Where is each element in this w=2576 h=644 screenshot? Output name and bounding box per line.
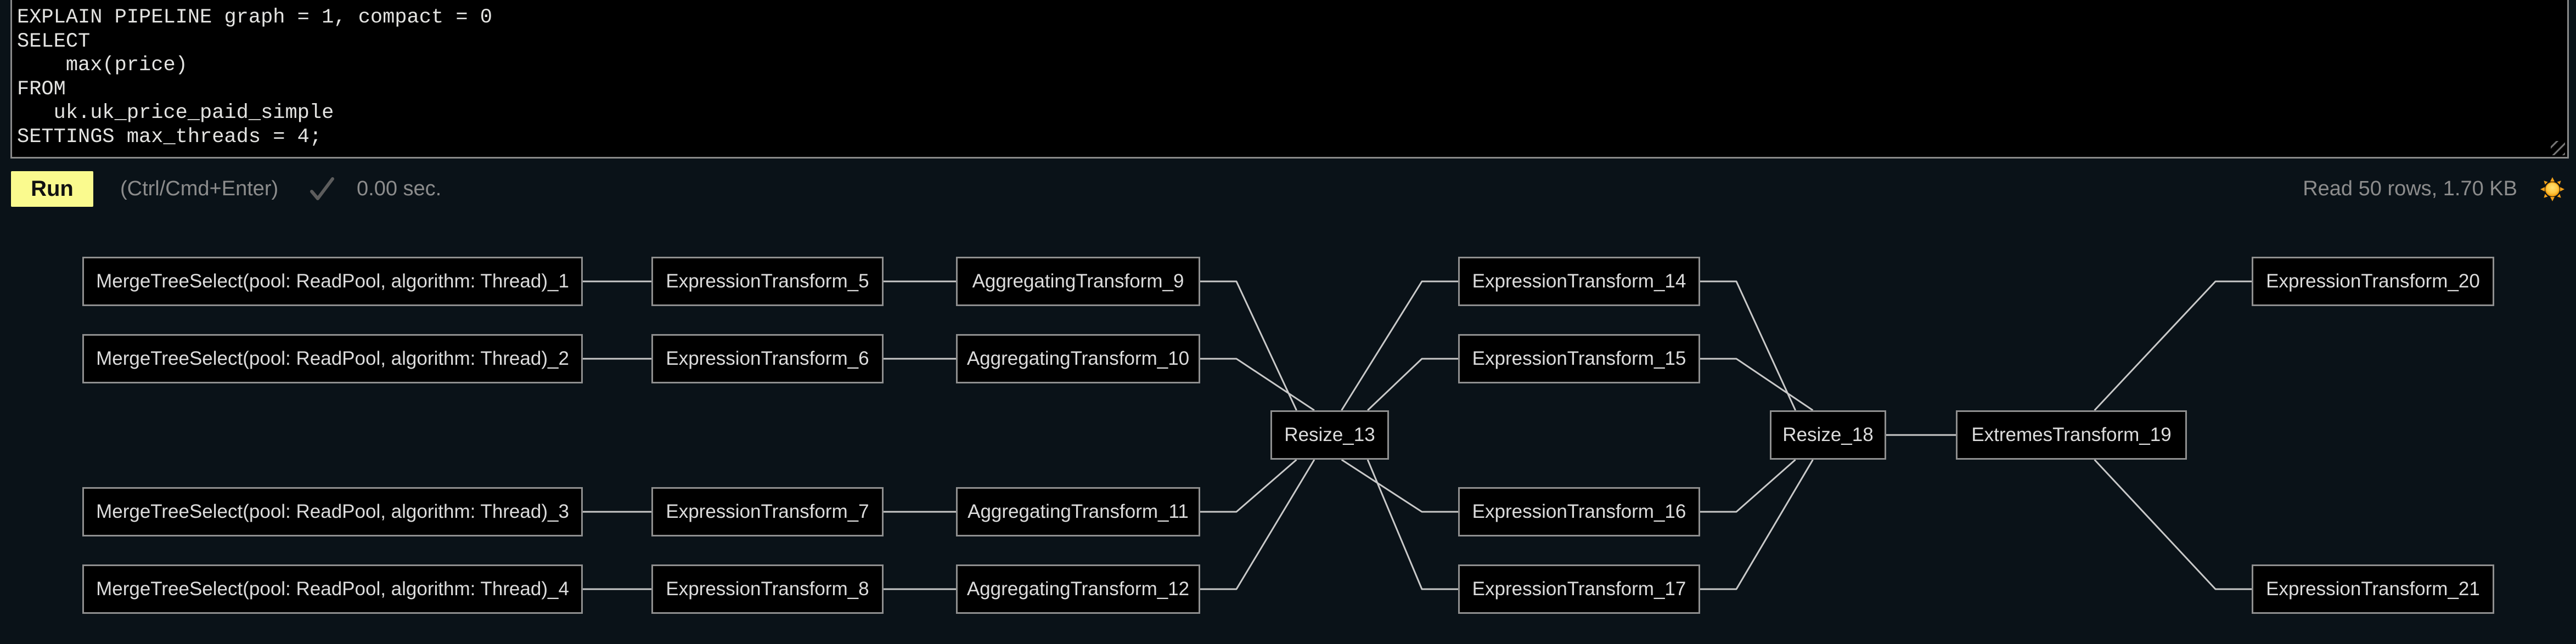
pipeline-edge — [1366, 459, 1458, 590]
pipeline-edge — [1700, 459, 1814, 590]
pipeline-edge — [1341, 280, 1458, 411]
read-stats: Read 50 rows, 1.70 KB — [2303, 177, 2517, 200]
pipeline-node-AggregatingTransform_9: AggregatingTransform_9 — [956, 257, 1200, 306]
pipeline-node-ExpressionTransform_8: ExpressionTransform_8 — [651, 564, 884, 614]
pipeline-node-ExpressionTransform_16: ExpressionTransform_16 — [1458, 487, 1700, 536]
pipeline-node-ExpressionTransform_5: ExpressionTransform_5 — [651, 257, 884, 306]
pipeline-node-Resize_13: Resize_13 — [1270, 410, 1389, 460]
pipeline-node-ExpressionTransform_20: ExpressionTransform_20 — [2252, 257, 2494, 306]
sql-code: EXPLAIN PIPELINE graph = 1, compact = 0 … — [17, 6, 492, 149]
shortcut-hint: (Ctrl/Cmd+Enter) — [120, 177, 279, 200]
pipeline-edge — [1700, 459, 1796, 513]
pipeline-node-MergeTreeSelect_1: MergeTreeSelect(pool: ReadPool, algorith… — [82, 257, 583, 306]
pipeline-edge — [1200, 459, 1315, 590]
pipeline-node-AggregatingTransform_10: AggregatingTransform_10 — [956, 334, 1200, 383]
pipeline-node-ExtremesTransform_19: ExtremesTransform_19 — [1956, 410, 2187, 460]
pipeline-node-ExpressionTransform_6: ExpressionTransform_6 — [651, 334, 884, 383]
pipeline-edge — [2094, 280, 2252, 411]
pipeline-edge — [1200, 459, 1297, 513]
success-check-icon — [307, 171, 336, 207]
pipeline-edge — [1700, 280, 1797, 411]
pipeline-edge — [1200, 358, 1315, 411]
editor-resize-grip[interactable] — [2551, 141, 2565, 155]
pipeline-node-AggregatingTransform_12: AggregatingTransform_12 — [956, 564, 1200, 614]
pipeline-edge — [1700, 358, 1814, 411]
sql-editor[interactable]: EXPLAIN PIPELINE graph = 1, compact = 0 … — [10, 0, 2569, 159]
pipeline-node-ExpressionTransform_15: ExpressionTransform_15 — [1458, 334, 1700, 383]
pipeline-node-ExpressionTransform_7: ExpressionTransform_7 — [651, 487, 884, 536]
pipeline-edge — [1341, 459, 1458, 513]
sun-icon[interactable] — [2540, 171, 2565, 207]
pipeline-node-Resize_18: Resize_18 — [1770, 410, 1886, 460]
pipeline-node-ExpressionTransform_21: ExpressionTransform_21 — [2252, 564, 2494, 614]
elapsed-time: 0.00 sec. — [357, 177, 442, 200]
pipeline-node-MergeTreeSelect_4: MergeTreeSelect(pool: ReadPool, algorith… — [82, 564, 583, 614]
pipeline-edge — [1200, 280, 1297, 411]
pipeline-node-MergeTreeSelect_3: MergeTreeSelect(pool: ReadPool, algorith… — [82, 487, 583, 536]
pipeline-node-ExpressionTransform_17: ExpressionTransform_17 — [1458, 564, 1700, 614]
run-button[interactable]: Run — [11, 171, 93, 207]
pipeline-node-AggregatingTransform_11: AggregatingTransform_11 — [956, 487, 1200, 536]
pipeline-edge — [2094, 459, 2252, 590]
pipeline-edge — [1367, 358, 1458, 411]
pipeline-node-ExpressionTransform_14: ExpressionTransform_14 — [1458, 257, 1700, 306]
pipeline-node-MergeTreeSelect_2: MergeTreeSelect(pool: ReadPool, algorith… — [82, 334, 583, 383]
